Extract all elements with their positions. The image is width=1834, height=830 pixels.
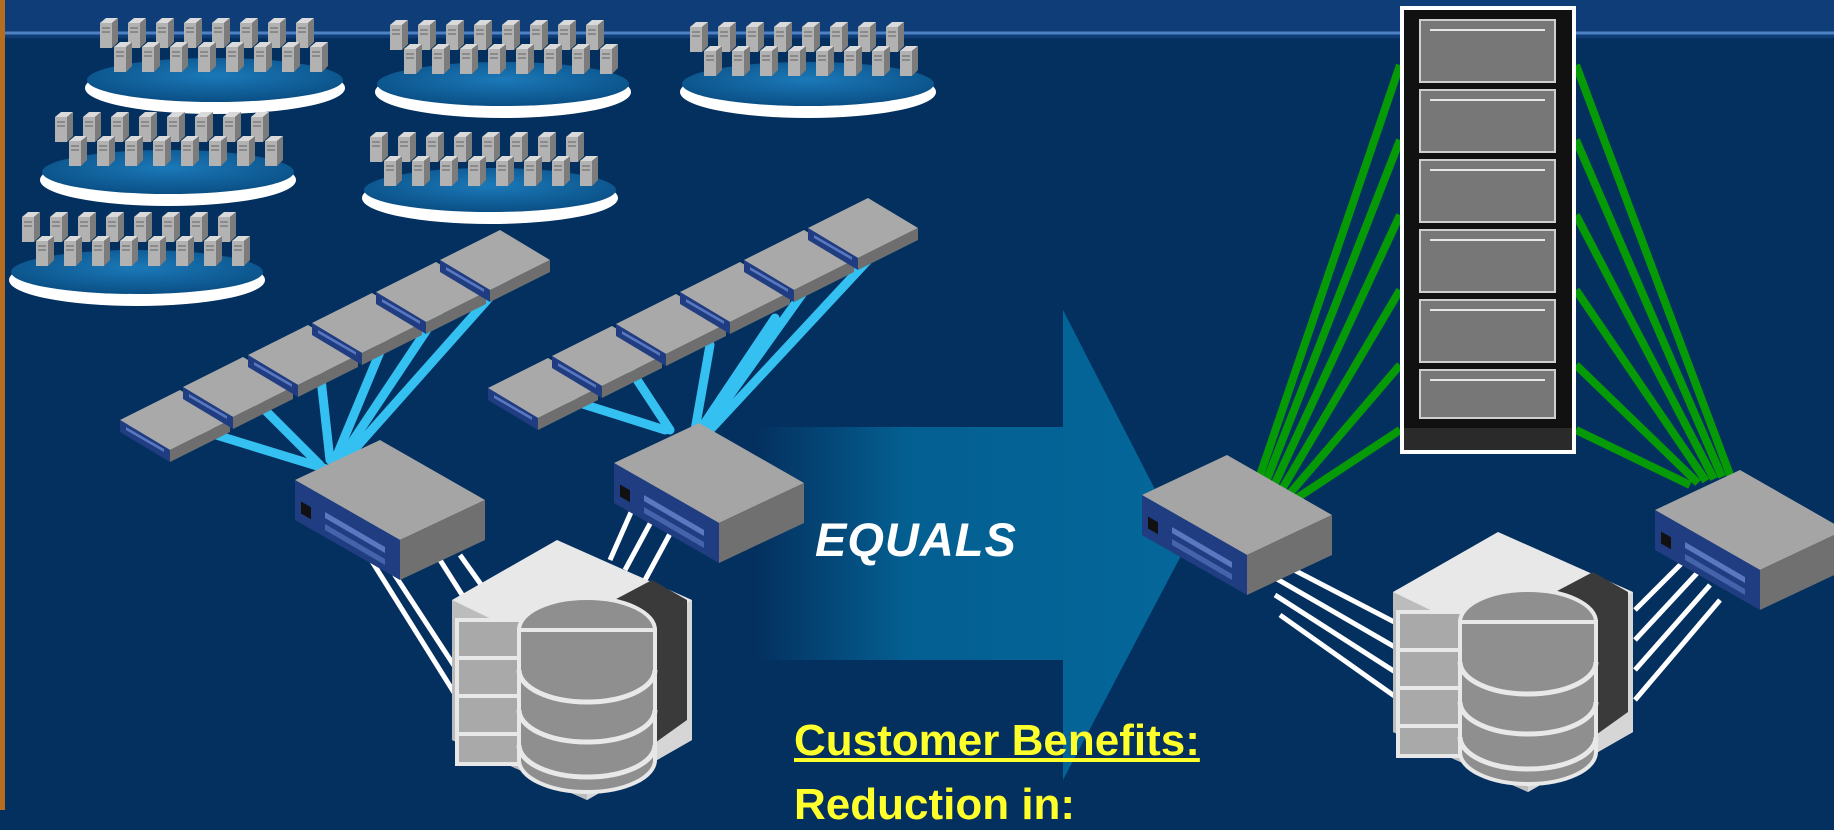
server-tower-icon xyxy=(237,136,255,166)
server-tower-icon xyxy=(524,156,542,186)
server-tower-icon xyxy=(176,236,194,266)
server-tower-icon xyxy=(170,42,188,72)
server-tower-icon xyxy=(69,136,87,166)
server-farm-icon xyxy=(680,22,936,118)
server-tower-icon xyxy=(788,46,806,76)
server-tower-icon xyxy=(265,136,283,166)
server-tower-icon xyxy=(232,236,250,266)
server-tower-icon xyxy=(100,18,118,48)
server-tower-icon xyxy=(580,156,598,186)
mainframe-links xyxy=(1251,63,1734,504)
server-tower-icon xyxy=(600,44,618,74)
server-tower-icon xyxy=(36,236,54,266)
server-tower-icon xyxy=(384,156,402,186)
equals-label: EQUALS xyxy=(815,513,1017,566)
server-tower-icon xyxy=(142,42,160,72)
left-edge-bar xyxy=(0,0,5,810)
storage-array-icon xyxy=(452,540,692,800)
server-tower-icon xyxy=(760,46,778,76)
server-tower-icon xyxy=(64,236,82,266)
server-tower-icon xyxy=(22,212,40,242)
server-tower-icon xyxy=(209,136,227,166)
server-farm-icon xyxy=(375,20,631,118)
storage-array-icon xyxy=(1393,532,1633,792)
server-tower-icon xyxy=(496,156,514,186)
storage-cables-right xyxy=(1263,552,1722,703)
server-tower-icon xyxy=(125,136,143,166)
server-tower-icon xyxy=(816,46,834,76)
right-arrow-icon xyxy=(755,310,1185,780)
server-tower-icon xyxy=(97,136,115,166)
consolidation-diagram xyxy=(0,0,1834,810)
server-tower-icon xyxy=(440,156,458,186)
server-tower-icon xyxy=(900,46,918,76)
server-tower-icon xyxy=(690,22,708,52)
server-farms xyxy=(9,18,936,306)
server-tower-icon xyxy=(153,136,171,166)
server-tower-icon xyxy=(204,236,222,266)
server-tower-icon xyxy=(254,42,272,72)
server-tower-icon xyxy=(544,44,562,74)
server-tower-icon xyxy=(310,42,328,72)
server-tower-icon xyxy=(181,136,199,166)
server-tower-icon xyxy=(488,44,506,74)
server-tower-icon xyxy=(114,42,132,72)
server-tower-icon xyxy=(704,46,722,76)
server-farm-icon xyxy=(9,212,265,306)
server-tower-icon xyxy=(552,156,570,186)
server-tower-icon xyxy=(390,20,408,50)
server-tower-icon xyxy=(198,42,216,72)
server-tower-icon xyxy=(872,46,890,76)
server-tower-icon xyxy=(460,44,478,74)
server-tower-icon xyxy=(732,46,750,76)
server-tower-icon xyxy=(404,44,422,74)
server-tower-icon xyxy=(148,236,166,266)
server-tower-icon xyxy=(412,156,430,186)
benefits-title: Customer Benefits: xyxy=(794,716,1200,765)
server-tower-icon xyxy=(55,112,73,142)
server-tower-icon xyxy=(226,42,244,72)
benefits-subtitle: Reduction in: xyxy=(794,780,1076,829)
server-farm-icon xyxy=(40,112,296,206)
network-switch-icon xyxy=(295,440,485,580)
server-tower-icon xyxy=(282,42,300,72)
server-tower-icon xyxy=(120,236,138,266)
server-tower-icon xyxy=(370,132,388,162)
server-tower-icon xyxy=(432,44,450,74)
server-tower-icon xyxy=(468,156,486,186)
server-farm-icon xyxy=(362,132,618,224)
server-tower-icon xyxy=(516,44,534,74)
mainframe-rack-icon xyxy=(1400,6,1576,454)
server-tower-icon xyxy=(844,46,862,76)
server-tower-icon xyxy=(572,44,590,74)
server-farm-icon xyxy=(85,18,345,114)
server-tower-icon xyxy=(92,236,110,266)
